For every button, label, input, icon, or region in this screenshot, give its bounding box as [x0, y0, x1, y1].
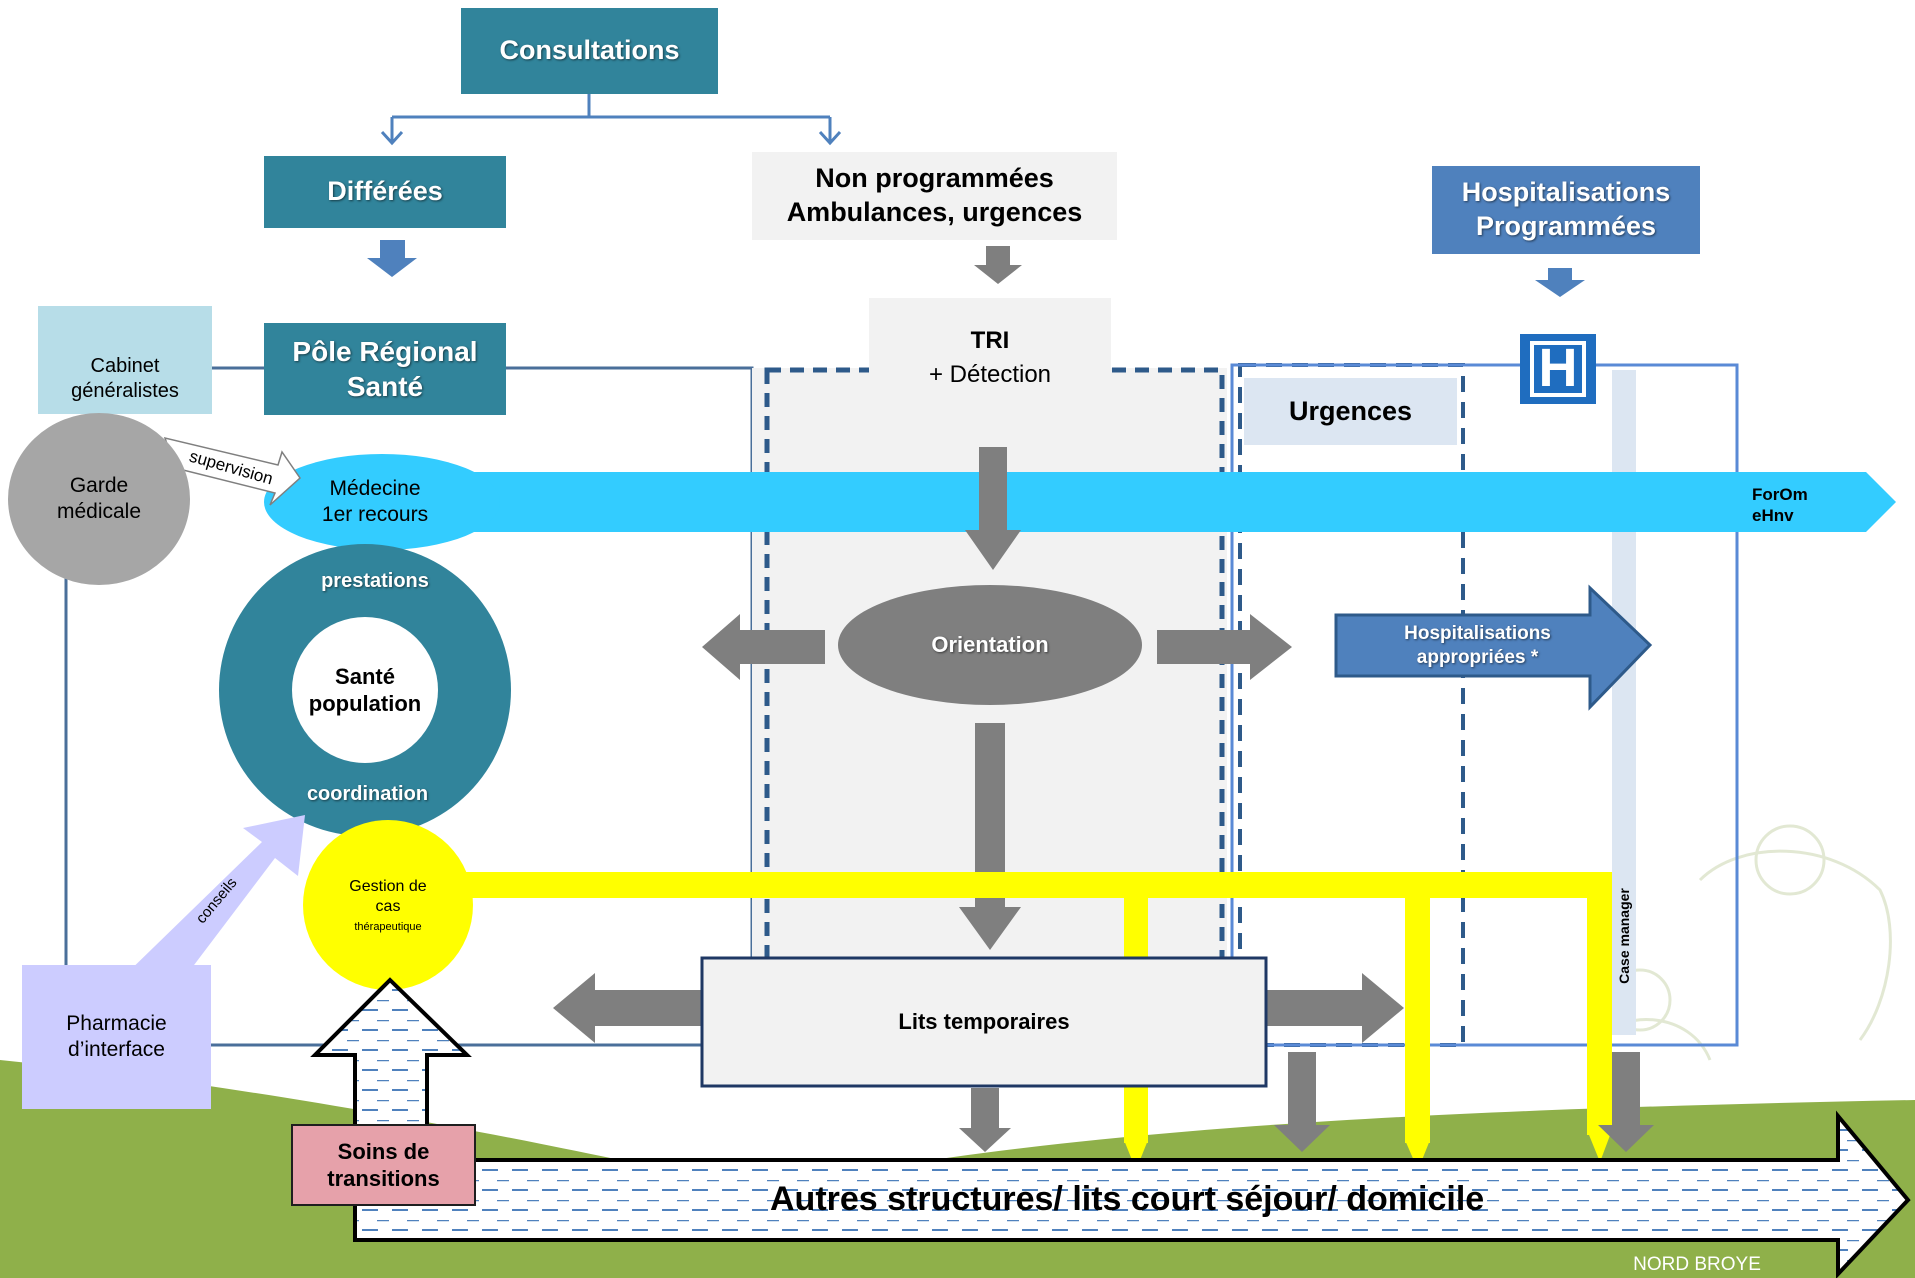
orientation-to-lits-arrow: [959, 723, 1021, 950]
hospitalisations-line2: Programmées: [1475, 211, 1657, 241]
gestion-de-cas-label: Gestion de cas thérapeutique: [318, 870, 458, 942]
sante-population-core: [292, 617, 438, 763]
medecine-ellipse: [264, 454, 500, 550]
non-programmees-line1: Non programmées: [815, 163, 1054, 194]
hosp-appropriees-arrow: [1334, 584, 1653, 711]
cabinet-generalistes-box: Cabinet généralistes: [38, 306, 212, 414]
soins-line2: transitions: [327, 1166, 440, 1191]
sante-population-label: Santé population: [295, 655, 435, 725]
soins-line1: Soins de: [337, 1138, 430, 1164]
lits-right-arrow: [1266, 973, 1404, 1043]
pole-regional-sante-box: Pôle Régional Santé: [264, 323, 506, 415]
tri-to-orientation-arrow: [965, 447, 1021, 570]
nord-broye-logo-text: NORD BROYE: [1633, 1254, 1761, 1275]
case-manager-label: Case manager: [1614, 876, 1636, 996]
conseils-arrow: [120, 815, 305, 1010]
orientation-text: Orientation: [931, 632, 1049, 658]
gestion-line2: cas: [375, 898, 401, 916]
pole-line1: Pôle Régional: [292, 336, 478, 367]
garde-line2: médicale: [56, 500, 142, 523]
pole-line2: Santé: [346, 371, 424, 402]
consultations-connector: [380, 94, 842, 146]
non-programmees-box: Non programmées Ambulances, urgences: [752, 152, 1117, 240]
medecine-flow-arrow: [380, 472, 1896, 532]
garde-medicale-circle: Garde médicale: [8, 413, 190, 585]
hospital-icon: H: [1520, 334, 1596, 404]
forom-line2: eHnv: [1752, 506, 1794, 525]
differees-down-arrow: [367, 240, 417, 277]
medecine-line2: 1er recours: [321, 503, 429, 526]
orientation-left-arrow: [702, 614, 825, 680]
forom-line1: ForOm: [1752, 484, 1808, 504]
autres-structures-label: Autres structures/ lits court séjour/ do…: [620, 1175, 1850, 1223]
prestations-text: prestations: [321, 569, 429, 592]
gestion-yellow-lines: [465, 872, 1612, 1170]
watermark-figures: [1598, 824, 1892, 1061]
lits-temporaires-box: [700, 956, 1268, 1088]
case-manager-text: Case manager: [1616, 888, 1633, 984]
lits-temporaires-label: Lits temporaires: [702, 958, 1266, 1086]
consultations-label: Consultations: [499, 35, 680, 66]
hosp-approp-line1: Hospitalisations: [1404, 623, 1551, 645]
lits-down-arrow-2: [1274, 1052, 1330, 1152]
gestion-line3: thérapeutique: [354, 921, 422, 934]
case-manager-down-arrow: [1598, 1052, 1654, 1152]
orientation-label: Orientation: [890, 628, 1090, 662]
cabinet-line2: généralistes: [71, 380, 179, 402]
sante-line1: Santé: [335, 663, 395, 689]
urgences-box: Urgences: [1244, 378, 1457, 445]
orientation-right-arrow: [1157, 614, 1292, 680]
differees-box: Différées: [264, 156, 506, 228]
hosp-approp-line2: appropriées *: [1416, 647, 1539, 668]
autres-structures-arrow: [353, 1110, 1911, 1278]
differees-label: Différées: [327, 176, 443, 207]
detection-label: + Détection: [928, 361, 1052, 388]
coordination-label: coordination: [275, 780, 460, 808]
cabinet-line1: Cabinet: [90, 355, 160, 377]
non-programmees-down-arrow: [974, 246, 1022, 284]
hospital-region-border: [1230, 363, 1739, 1047]
supervision-arrow: [163, 436, 301, 506]
lits-down-arrow-1: [959, 1088, 1011, 1152]
urgences-label: Urgences: [1288, 395, 1413, 426]
lits-text: Lits temporaires: [898, 1009, 1070, 1035]
coordination-text: coordination: [306, 782, 429, 805]
hospital-logo-frame: [1530, 341, 1586, 397]
consultations-box: Consultations: [461, 8, 718, 94]
hosp-appropriees-label: Hospitalisations appropriées *: [1350, 618, 1605, 674]
garde-line1: Garde: [69, 473, 129, 497]
pharmacie-line2: d’interface: [68, 1038, 165, 1061]
hospital-icon-letter: H: [1538, 338, 1578, 399]
tri-box: TRI + Détection: [869, 298, 1111, 418]
forom-ehnv-label: ForOm eHnv: [1752, 480, 1832, 530]
autres-text: Autres structures/ lits court séjour/ do…: [770, 1179, 1485, 1218]
pharmacie-interface-box: Pharmacie d’interface: [22, 965, 211, 1109]
medecine-line1: Médecine: [329, 476, 421, 500]
medecine-1er-recours-label: Médecine 1er recours: [295, 470, 455, 534]
gestion-line1: Gestion de: [349, 878, 427, 896]
hospitalisations-down-arrow: [1535, 268, 1585, 297]
non-programmees-line2: Ambulances, urgences: [786, 197, 1083, 227]
hospitalisations-programmees-box: Hospitalisations Programmées: [1432, 166, 1700, 254]
gestion-de-cas-circle: [303, 820, 473, 990]
hospitalisations-line1: Hospitalisations: [1461, 177, 1671, 208]
orientation-ellipse: [838, 585, 1142, 705]
pharmacie-line1: Pharmacie: [66, 1011, 167, 1035]
prestations-label: prestations: [285, 567, 465, 595]
tri-label: TRI: [970, 327, 1010, 354]
lits-left-arrow: [553, 973, 702, 1043]
soins-de-transitions-box: Soins de transitions: [291, 1124, 476, 1206]
sante-line2: population: [308, 691, 422, 716]
